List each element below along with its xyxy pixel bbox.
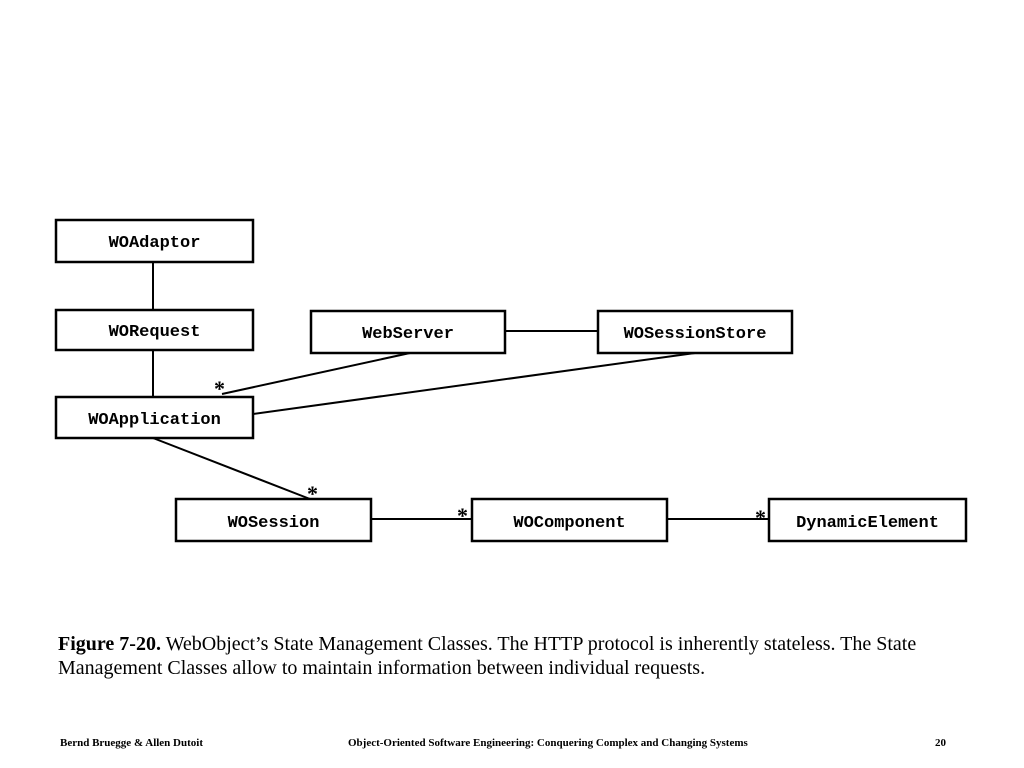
class-wo-session: WOSession [174, 497, 373, 543]
class-label: WOComponent [513, 514, 625, 533]
class-label: WOApplication [88, 411, 221, 430]
class-label: WOSession [228, 514, 320, 533]
footer-page-number: 20 [935, 737, 946, 749]
multiplicity-application-session: * [307, 481, 318, 506]
class-web-server: WebServer [309, 309, 507, 355]
class-label: WebServer [362, 325, 454, 344]
footer-authors: Bernd Bruegge & Allen Dutoit [60, 737, 203, 749]
class-dynamic-element: DynamicElement [767, 497, 968, 543]
class-wo-adaptor: WOAdaptor [54, 218, 255, 264]
footer-book-title: Object-Oriented Software Engineering: Co… [348, 737, 748, 749]
class-wo-request: WORequest [54, 308, 255, 352]
class-label: WORequest [109, 323, 201, 342]
class-wo-component: WOComponent [470, 497, 669, 543]
class-label: DynamicElement [796, 514, 939, 533]
class-wo-application: WOApplication [54, 395, 255, 440]
class-label: WOSessionStore [624, 325, 767, 344]
multiplicity-application-webserver: * [214, 376, 225, 401]
multiplicity-component-dynamic: * [755, 505, 766, 530]
multiplicity-session-component: * [457, 503, 468, 528]
assoc-application-webserver [221, 352, 411, 395]
class-wo-session-store: WOSessionStore [596, 309, 794, 355]
caption-text: WebObject’s State Management Classes. Th… [58, 633, 917, 679]
assoc-application-session [152, 437, 311, 500]
assoc-application-sessionstore [252, 352, 696, 415]
class-label: WOAdaptor [109, 234, 201, 253]
figure-number: Figure 7-20. [58, 633, 161, 655]
figure-caption: Figure 7-20. WebObject’s State Managemen… [58, 632, 978, 680]
